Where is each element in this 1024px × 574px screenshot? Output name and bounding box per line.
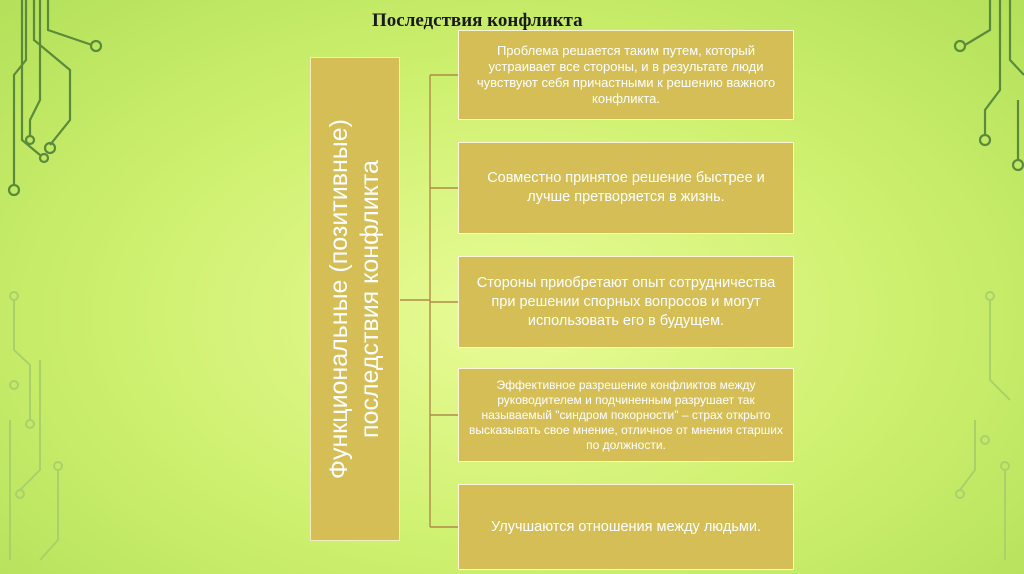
consequence-box-1: Проблема решается таким путем, который у… xyxy=(458,30,794,120)
consequence-box-4: Эффективное разрешение конфликтов между … xyxy=(458,368,794,462)
consequence-box-3: Стороны приобретают опыт сотрудничества … xyxy=(458,256,794,348)
main-category-label: Функциональные (позитивные) последствия … xyxy=(324,119,386,479)
consequence-box-2: Совместно принятое решение быстрее и луч… xyxy=(458,142,794,234)
page-title: Последствия конфликта xyxy=(372,10,583,32)
main-category-line-1: Функциональные (позитивные) xyxy=(324,119,355,479)
consequence-box-5: Улучшаются отношения между людьми. xyxy=(458,484,794,570)
main-category-box: Функциональные (позитивные) последствия … xyxy=(310,57,400,541)
main-category-line-2: последствия конфликта xyxy=(355,119,386,479)
